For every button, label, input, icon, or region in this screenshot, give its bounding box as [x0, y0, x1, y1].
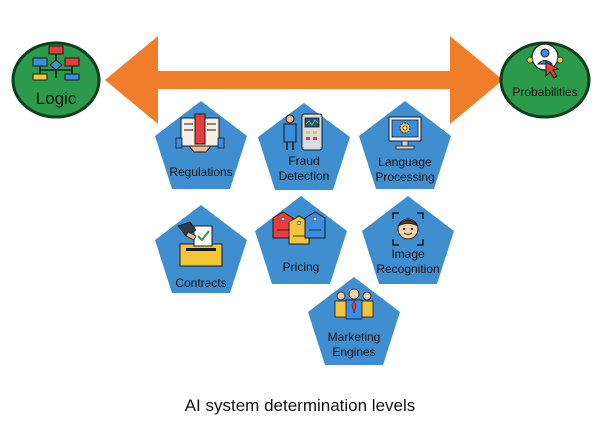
node-marketing-engines: Marketing Engines: [308, 277, 400, 365]
pentagon-image-recognition: [362, 196, 454, 284]
label-contracts: Contracts: [175, 276, 226, 290]
node-image-recognition: Image Recognition: [362, 196, 454, 284]
double-arrow-shape: [105, 36, 503, 124]
flowchart-icon: [32, 45, 80, 81]
probabilities-label: Probabilities: [512, 85, 577, 99]
label-language-line2: Processing: [375, 170, 434, 184]
person-pointer-icon: [526, 43, 564, 79]
label-marketing-line1: Marketing: [328, 330, 381, 344]
logic-label: Logic: [36, 89, 77, 108]
label-image-line2: Recognition: [376, 262, 439, 276]
logic-node: Logic: [11, 41, 101, 119]
ballot-box-icon: [177, 221, 223, 267]
label-marketing-line2: Engines: [332, 345, 375, 359]
label-fraud-line2: Detection: [279, 169, 330, 183]
node-language-processing: Language Processing: [359, 101, 451, 189]
people-group-icon: [334, 288, 374, 320]
legal-document-icon: [175, 113, 225, 153]
label-pricing: Pricing: [283, 260, 320, 274]
price-tags-icon: [272, 211, 326, 245]
double-arrow: [105, 36, 503, 124]
node-contracts: Contracts: [155, 205, 247, 293]
probabilities-node: Probabilities: [499, 41, 591, 119]
diagram-caption: AI system determination levels: [184, 396, 416, 415]
probabilities-circle: [499, 41, 591, 119]
label-regulations: Regulations: [169, 165, 232, 179]
node-fraud-detection: Fraud Detection: [258, 103, 350, 190]
label-language-line1: Language: [378, 155, 432, 169]
label-image-line1: Image: [391, 247, 425, 261]
node-regulations: Regulations: [155, 101, 247, 189]
atm-robot-icon: [283, 113, 323, 151]
pentagon-marketing-engines: [308, 277, 400, 365]
label-fraud-line1: Fraud: [288, 154, 319, 168]
monitor-gear-icon: [388, 116, 422, 150]
face-scan-icon: [392, 212, 424, 246]
node-pricing: Pricing: [255, 196, 347, 284]
